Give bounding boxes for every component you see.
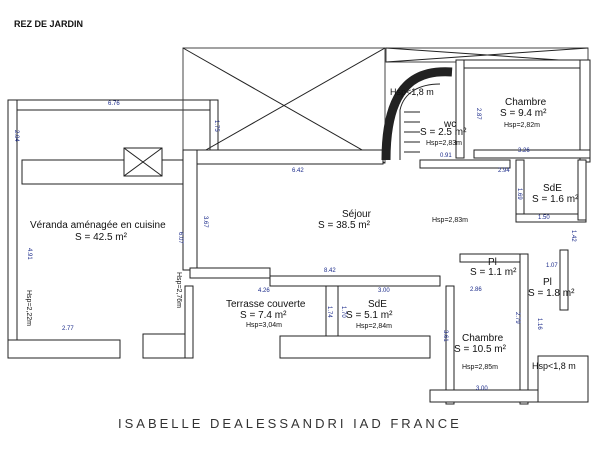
- hsp-stair: Hsp<1,8 m: [390, 87, 434, 97]
- dimension-label: 6.76: [108, 101, 120, 107]
- stair-wall: [381, 67, 453, 161]
- room-area-sejour: S = 38.5 m²: [318, 220, 370, 231]
- room-area-sde1: S = 1.6 m²: [532, 194, 579, 205]
- hsp-corner: Hsp<1,8 m: [532, 361, 576, 371]
- dimension-label: 1.42: [570, 230, 576, 242]
- dimension-label: 6.42: [292, 168, 304, 174]
- dimension-label: 4.91: [26, 248, 32, 260]
- dimension-label: 1.75: [213, 120, 219, 132]
- dimension-label: 3.67: [202, 216, 208, 228]
- hsp-chambre1: Hsp=2,82m: [504, 122, 540, 129]
- hsp-chambre2: Hsp=2,85m: [462, 364, 498, 371]
- dimension-label: 4.26: [258, 288, 270, 294]
- room-name-pl1: Pl: [488, 257, 497, 268]
- dimension-label: 1.07: [546, 263, 558, 269]
- footer-credit: ISABELLE DEALESSANDRI IAD FRANCE: [118, 416, 462, 431]
- dimension-label: 0.91: [440, 153, 452, 159]
- dimension-label: 1.70: [340, 306, 346, 318]
- dimension-label: 2.79: [514, 312, 520, 324]
- hsp-sde2: Hsp=2,84m: [356, 323, 392, 330]
- wall: [269, 275, 441, 287]
- room-area-wc: S = 2.5 m²: [420, 127, 467, 138]
- room-area-chambre2: S = 10.5 m²: [454, 344, 506, 355]
- room-name-pl2: Pl: [543, 277, 552, 288]
- hsp-sejour: Hsp=2,83m: [432, 217, 468, 224]
- room-name-veranda: Véranda aménagée en cuisine: [30, 220, 166, 231]
- dimension-label: 1.74: [326, 306, 332, 318]
- dimension-label: 3.61: [442, 330, 448, 342]
- wall: [7, 339, 121, 359]
- dimension-label: 3.00: [378, 288, 390, 294]
- room-name-sejour: Séjour: [342, 209, 371, 220]
- room-area-chambre1: S = 9.4 m²: [500, 108, 547, 119]
- dimension-label: 2.87: [475, 108, 481, 120]
- room-area-terrasse: S = 7.4 m²: [240, 310, 287, 321]
- room-name-chambre1: Chambre: [505, 97, 547, 108]
- dimension-label: 1.50: [538, 215, 550, 221]
- dimension-label: 8.42: [324, 268, 336, 274]
- dimension-label: 3.26: [518, 148, 530, 154]
- dimension-label: 1.16: [536, 318, 542, 330]
- room-name-sde2: SdE: [368, 299, 387, 310]
- dimension-label: 6.07: [177, 232, 183, 244]
- room-name-wc: wc: [444, 119, 457, 130]
- dimension-label: 2.04: [13, 130, 19, 142]
- room-area-pl2: S = 1.8 m²: [528, 288, 575, 299]
- room-area-pl1: S = 1.1 m²: [470, 267, 517, 278]
- room-name-terrasse: Terrasse couverte: [226, 299, 306, 310]
- wall: [182, 149, 384, 165]
- room-area-sde2: S = 5.1 m²: [346, 310, 393, 321]
- hsp-vertical: Hsp=2,76m: [175, 272, 182, 308]
- hsp-terrasse: Hsp=3,04m: [246, 322, 282, 329]
- room-name-sde1: SdE: [543, 183, 562, 194]
- wall: [182, 149, 198, 271]
- dimension-label: 1.69: [516, 188, 522, 200]
- wall: [189, 267, 271, 279]
- wall: [142, 333, 192, 359]
- plan-title: REZ DE JARDIN: [14, 19, 84, 29]
- dimension-label: 3.00: [476, 386, 488, 392]
- dimension-label: 2.77: [62, 326, 74, 332]
- hsp-veranda: Hsp=2,22m: [25, 290, 32, 326]
- room-name-chambre2: Chambre: [462, 333, 504, 344]
- hsp-wc: Hsp=2,83m: [426, 140, 462, 147]
- room-area-veranda: S = 42.5 m²: [75, 232, 127, 243]
- dimension-label: 2.94: [498, 168, 510, 174]
- dimension-label: 2.86: [470, 287, 482, 293]
